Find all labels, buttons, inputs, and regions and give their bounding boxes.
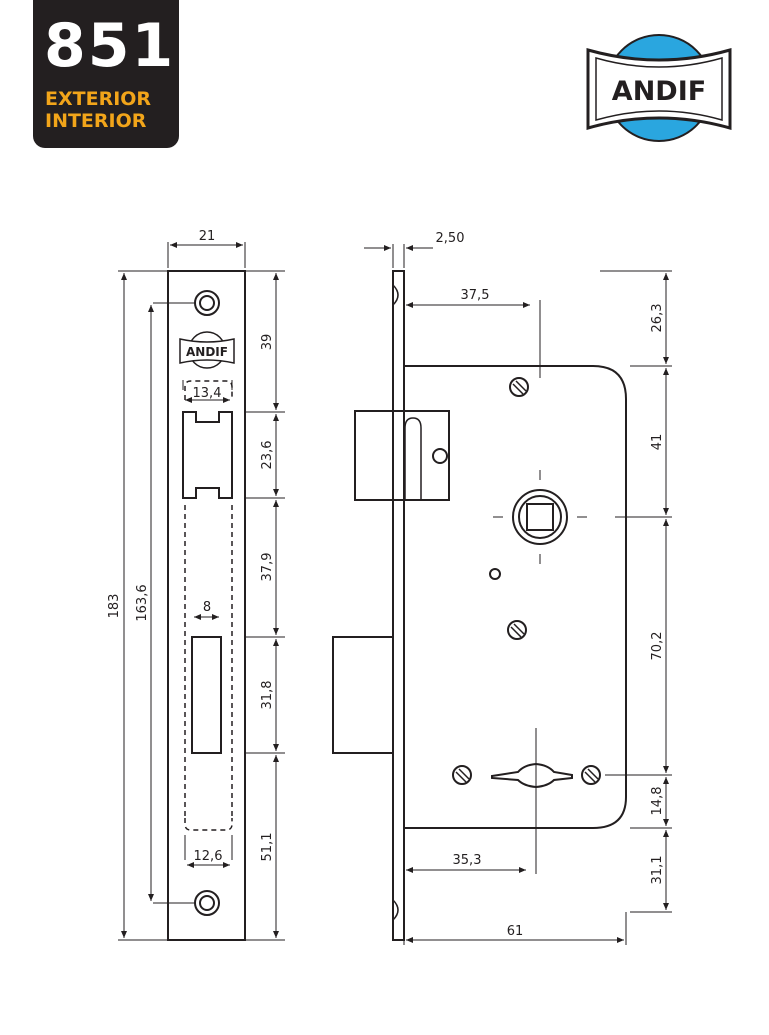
case-screw-right [581, 765, 601, 785]
dim-latch-to-bolt: 37,9 [260, 553, 275, 582]
dim-latch-cut-width: 13,4 [193, 386, 222, 401]
bottom-screw-hole-inner [199, 895, 215, 911]
spindle-square [526, 503, 554, 531]
dim-overall-height: 183 [107, 594, 122, 619]
bottom-screw-hole [194, 890, 220, 916]
top-screw-hole [194, 290, 220, 316]
dim-bottom-cut-width: 12,6 [194, 849, 223, 864]
dim-key-backset: 35,3 [453, 853, 482, 868]
dim-faceplate-width: 21 [199, 229, 216, 244]
dim-key-to-bottom: 14,8 [650, 787, 665, 816]
dim-spindle-backset: 37,5 [461, 288, 490, 303]
badge-line-exterior: EXTERIOR [45, 88, 152, 110]
dim-top-offset: 26,3 [650, 304, 665, 333]
logo-text: ANDIF [612, 76, 706, 107]
keyhole [491, 762, 573, 789]
badge-line-interior: INTERIOR [45, 110, 147, 132]
dim-bolt-height: 31,8 [260, 681, 275, 710]
dim-latch-height: 23,6 [260, 441, 275, 470]
small-logo-text: ANDIF [186, 345, 228, 359]
dim-case-depth: 61 [507, 924, 524, 939]
dim-backset-gap: 2,50 [436, 231, 465, 246]
lock-case [404, 365, 627, 829]
latch-bolt [354, 410, 450, 501]
small-andif-logo: ANDIF [179, 331, 235, 369]
andif-logo: ANDIF [586, 34, 732, 142]
dead-bolt [332, 636, 394, 754]
bottom-cutout-dashed [184, 818, 233, 831]
spindle-hub [512, 489, 568, 545]
dim-bottom-offset: 31,1 [650, 856, 665, 885]
case-screw-mid [507, 620, 527, 640]
dim-spindle-to-key: 70,2 [650, 632, 665, 661]
top-screw-hole-inner [199, 295, 215, 311]
dim-plate-top-to-latch: 39 [260, 334, 275, 351]
dim-latch-to-spindle: 41 [650, 434, 665, 451]
case-screw-top [509, 377, 529, 397]
dim-bolt-to-bottom: 51,1 [260, 833, 275, 862]
dim-screw-spacing: 163,6 [135, 584, 150, 621]
case-screw-left [452, 765, 472, 785]
model-badge: 851 EXTERIOR INTERIOR [33, 0, 179, 148]
bolt-cutout [191, 636, 222, 754]
faceplate-front [167, 270, 246, 941]
model-number: 851 [44, 11, 176, 81]
latch-cutout [182, 411, 233, 499]
dim-bolt-cut-width: 8 [203, 600, 211, 615]
faceplate-side [392, 270, 405, 941]
